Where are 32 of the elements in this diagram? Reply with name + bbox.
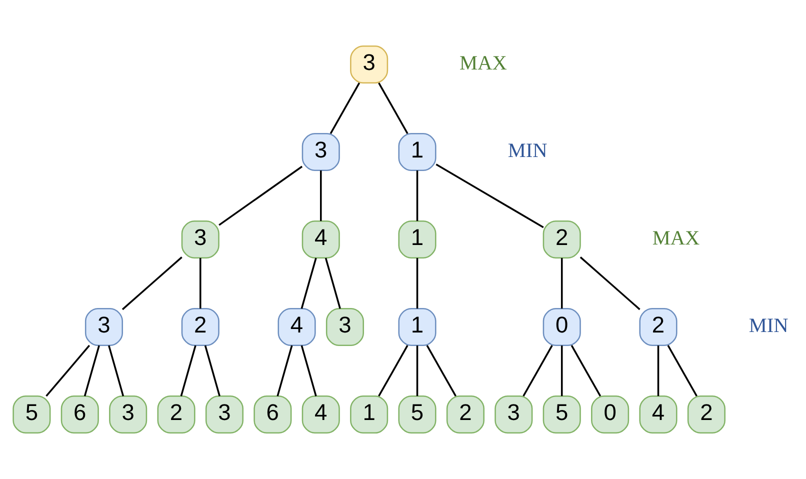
connector	[320, 170, 322, 222]
connector	[122, 256, 182, 310]
connector	[300, 258, 317, 309]
connector	[108, 345, 124, 396]
connector	[300, 345, 317, 396]
connector	[84, 345, 100, 396]
connector	[560, 345, 563, 396]
connector	[426, 345, 456, 397]
connector	[378, 345, 408, 397]
connector	[416, 258, 418, 309]
connector	[204, 345, 220, 396]
connector	[200, 258, 202, 309]
connector	[416, 345, 418, 396]
connector	[667, 345, 698, 397]
connector	[580, 256, 640, 310]
label: MIN	[508, 140, 548, 162]
connector	[378, 82, 408, 134]
label: MAX	[652, 227, 700, 250]
connector	[570, 345, 602, 397]
connector	[560, 258, 563, 309]
connector	[180, 345, 196, 396]
connector	[436, 164, 544, 228]
label: MAX	[460, 52, 507, 74]
label: MIN	[748, 314, 788, 337]
connector	[657, 345, 660, 396]
connector	[276, 345, 293, 396]
connector	[416, 170, 418, 222]
connector	[330, 82, 360, 134]
connector	[46, 344, 90, 397]
connector	[218, 166, 303, 226]
connector	[324, 258, 341, 309]
connector	[522, 345, 553, 397]
